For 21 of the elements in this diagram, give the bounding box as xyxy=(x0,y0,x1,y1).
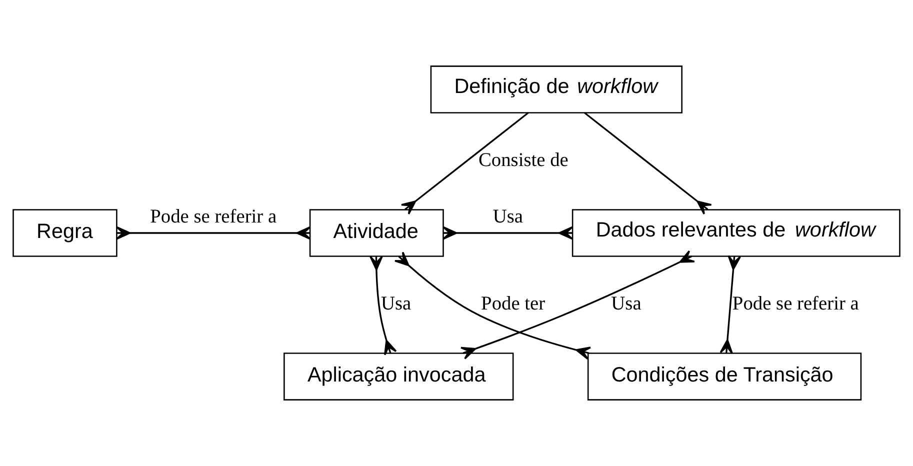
connector xyxy=(720,255,741,354)
edge-label: Usa xyxy=(492,206,523,228)
node-box: Regra xyxy=(12,209,118,257)
connector xyxy=(442,226,574,240)
edge-label: Pode ter xyxy=(481,293,546,314)
node-box: Dados relevantes de workflow xyxy=(572,209,900,257)
edge-label: Usa xyxy=(611,293,642,314)
connector xyxy=(394,251,592,360)
connector xyxy=(400,112,529,215)
connector xyxy=(370,256,397,356)
node-box: Definição de workflow xyxy=(430,66,682,114)
node-box: Condições de Transição xyxy=(587,352,862,400)
node-box: Atividade xyxy=(309,209,444,257)
connector xyxy=(116,226,311,240)
edge-label: Pode se referir a xyxy=(150,206,277,228)
connector xyxy=(460,250,696,360)
node-box: Aplicação invocada xyxy=(284,352,514,400)
edge-label: Pode se referir a xyxy=(732,293,859,314)
connector xyxy=(584,112,712,215)
edge-label: Usa xyxy=(380,293,412,314)
edge-label: Consiste de xyxy=(478,150,568,171)
